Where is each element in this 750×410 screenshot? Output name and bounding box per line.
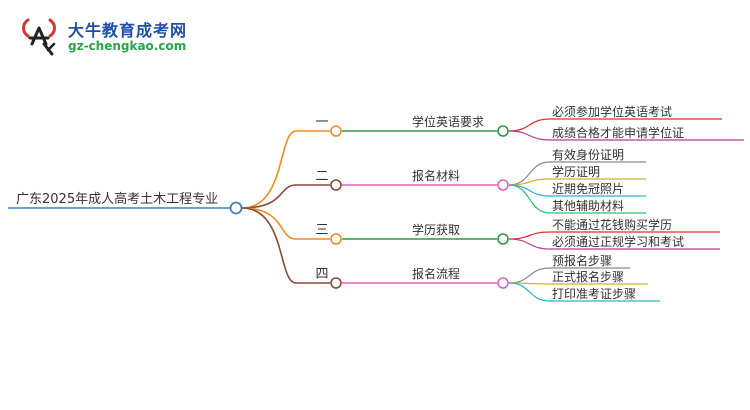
leaf-label-4-2[interactable]: 正式报名步骤 xyxy=(552,269,624,284)
leaf-label-4-1[interactable]: 预报名步骤 xyxy=(552,253,612,268)
leaf-label-1-1[interactable]: 必须参加学位英语考试 xyxy=(552,104,672,119)
branch-index-1: 一 xyxy=(315,115,328,130)
branch-index-3: 三 xyxy=(315,223,328,238)
leaf-label-3-2[interactable]: 必须通过正规学习和考试 xyxy=(552,234,684,249)
logo-name: 大牛教育成考网 xyxy=(68,21,188,40)
site-logo[interactable]: 大牛教育成考网 gz-chengkao.com xyxy=(18,14,218,60)
branch-connector-4 xyxy=(241,207,330,284)
branch-title-2[interactable]: 报名材料 xyxy=(412,168,460,183)
branch-title-1[interactable]: 学位英语要求 xyxy=(412,114,484,129)
branch-node-4[interactable] xyxy=(330,277,342,289)
leaf-label-4-3[interactable]: 打印准考证步骤 xyxy=(552,287,636,301)
leaf-connector-3-2 xyxy=(508,238,720,250)
branch-connector-2 xyxy=(241,184,330,209)
leaf-label-1-2[interactable]: 成绩合格才能申请学位证 xyxy=(552,125,684,140)
branch-connector-3 xyxy=(241,207,330,240)
branch-node-1[interactable] xyxy=(330,125,342,137)
title-node-4[interactable] xyxy=(497,277,509,289)
branch-node-3[interactable] xyxy=(330,233,342,245)
leaf-label-2-2[interactable]: 学历证明 xyxy=(552,164,600,179)
branch-node-2[interactable] xyxy=(330,179,342,191)
branch-connector-1 xyxy=(241,130,330,209)
leaf-connector-4-3 xyxy=(508,282,660,302)
root-label[interactable]: 广东2025年成人高考土木工程专业 xyxy=(16,191,218,207)
leaf-connector-1-2 xyxy=(508,130,744,141)
leaf-label-2-1[interactable]: 有效身份证明 xyxy=(552,147,624,162)
title-node-1[interactable] xyxy=(497,125,509,137)
logo-url: gz-chengkao.com xyxy=(68,39,187,53)
title-node-2[interactable] xyxy=(497,179,509,191)
leaf-label-2-4[interactable]: 其他辅助材料 xyxy=(552,199,624,213)
branch-index-2: 二 xyxy=(315,169,328,184)
bull-logo-icon xyxy=(22,18,56,56)
root-node[interactable] xyxy=(229,201,243,215)
branch-title-4[interactable]: 报名流程 xyxy=(412,266,460,281)
leaf-label-3-1[interactable]: 不能通过花钱购买学历 xyxy=(552,217,672,232)
leaf-label-2-3[interactable]: 近期免冠照片 xyxy=(552,181,624,196)
leaf-connector-1-1 xyxy=(508,118,722,132)
leaf-connector-2-4 xyxy=(508,184,646,214)
title-node-3[interactable] xyxy=(497,233,509,245)
branch-index-4: 四 xyxy=(315,267,328,282)
branch-title-3[interactable]: 学历获取 xyxy=(412,222,460,237)
